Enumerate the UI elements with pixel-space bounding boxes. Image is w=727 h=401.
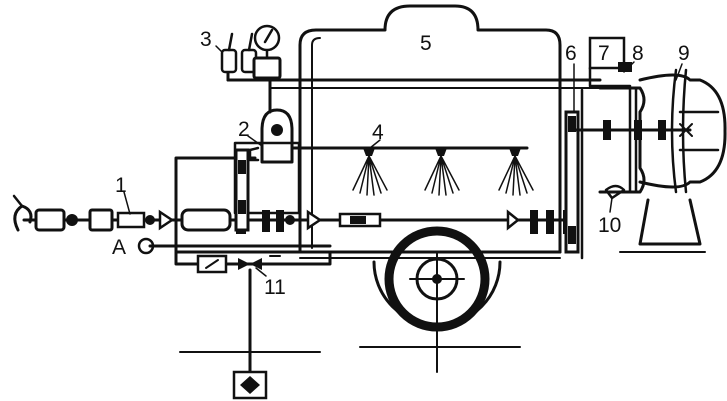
chassis-frame (148, 141, 562, 259)
nozzle (498, 148, 534, 196)
wheel (359, 226, 521, 373)
label-9: 9 (678, 42, 690, 65)
label-10: 10 (598, 214, 621, 237)
pump-unit (234, 108, 294, 232)
leader-lines (123, 45, 683, 277)
nozzle (424, 148, 460, 196)
fan-assembly (574, 36, 727, 253)
tank (298, 4, 562, 254)
top-pipe (220, 24, 602, 114)
label-4: 4 (372, 121, 384, 144)
label-a: A (112, 236, 126, 259)
return-and-suction-line (137, 237, 332, 400)
label-6: 6 (565, 42, 577, 65)
label-7: 7 (598, 42, 610, 65)
belt-drive (564, 88, 584, 260)
label-8: 8 (632, 42, 644, 65)
spray-boom (290, 146, 534, 196)
label-1: 1 (115, 174, 127, 197)
label-11: 11 (264, 276, 286, 299)
nozzle (352, 148, 388, 196)
callout-labels: 1 2 3 4 5 6 7 8 9 10 11 A (112, 28, 690, 299)
drive-line (12, 194, 577, 234)
label-2: 2 (238, 118, 250, 141)
label-3: 3 (200, 28, 212, 51)
label-5: 5 (420, 32, 432, 55)
